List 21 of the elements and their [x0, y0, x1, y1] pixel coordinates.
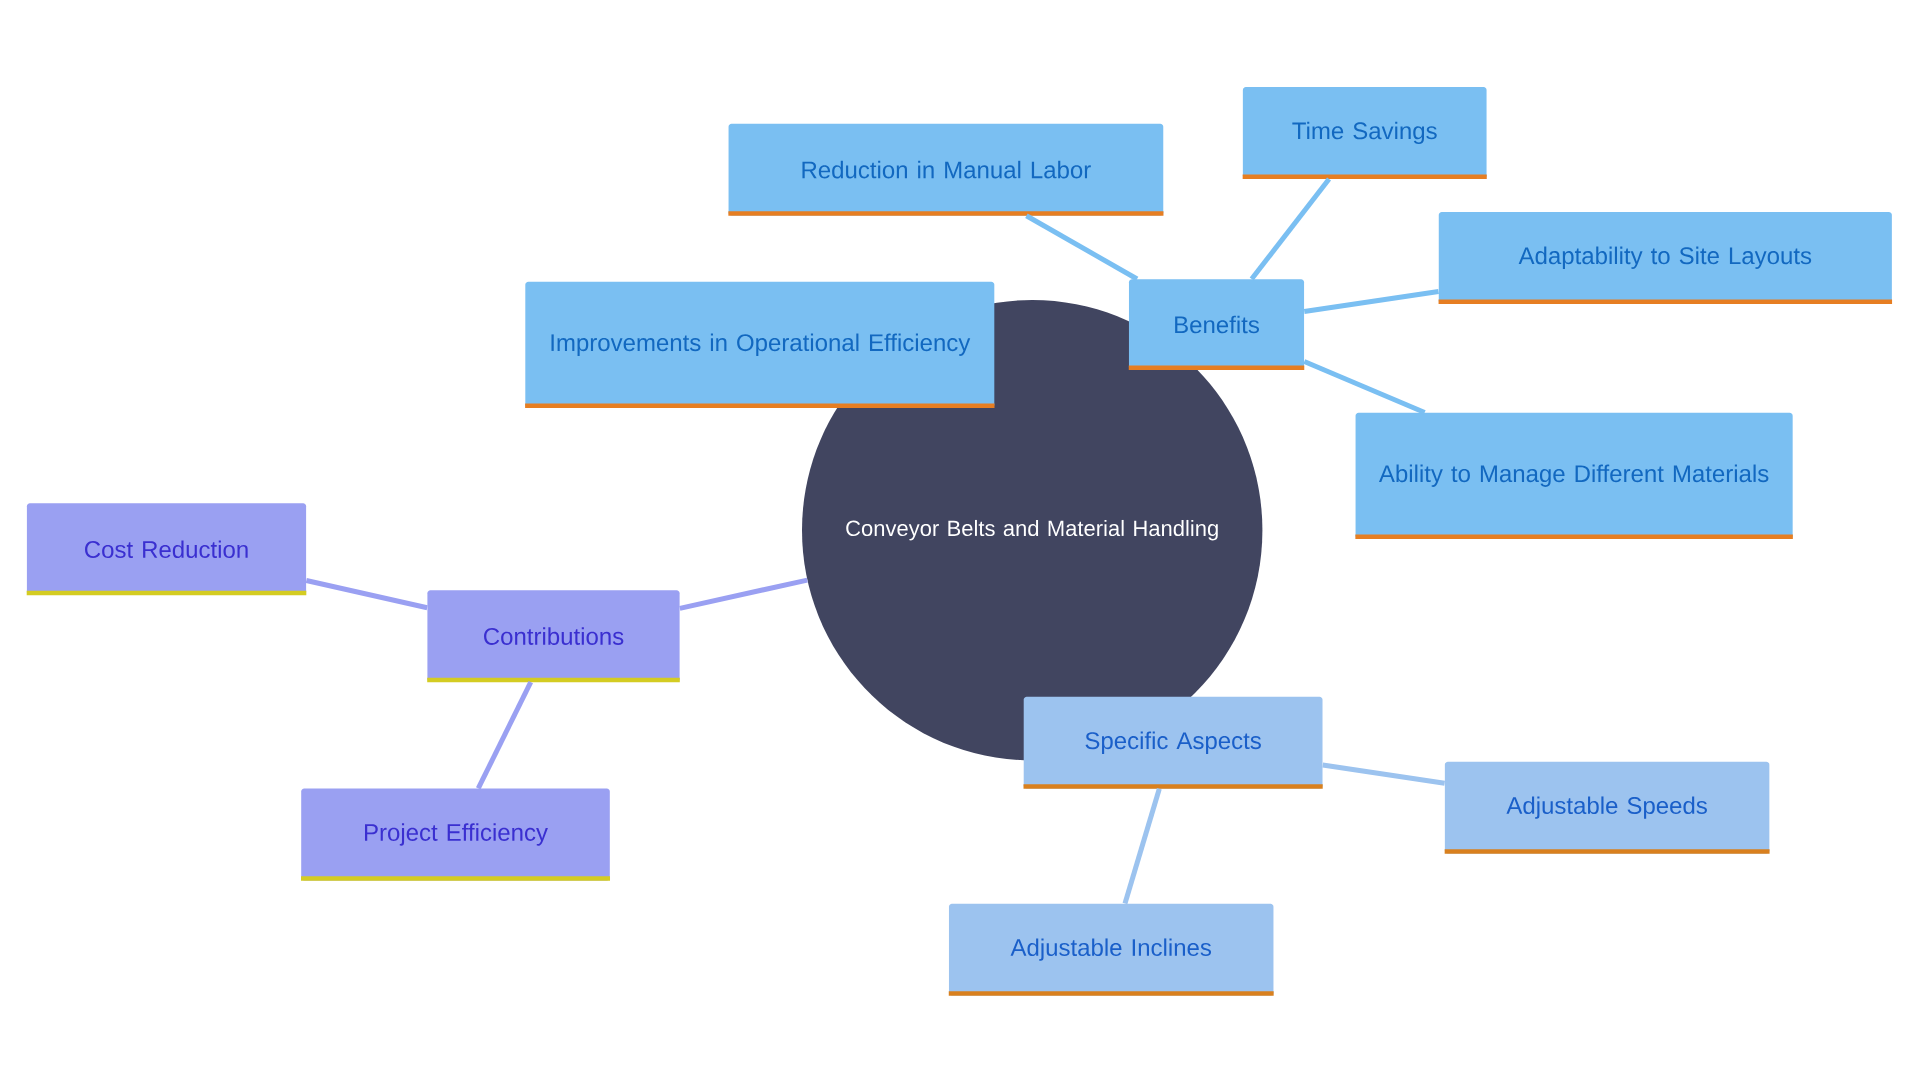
- topic-box: Specific Aspects: [1023, 696, 1323, 789]
- topic-box: Contributions: [427, 590, 680, 683]
- connector-line: [1025, 213, 1139, 282]
- connector-line: [1303, 359, 1426, 415]
- topic-box: Adjustable Speeds: [1444, 761, 1770, 854]
- topic-box: Project Efficiency: [301, 788, 610, 881]
- topic-box: Adjustable Inclines: [948, 903, 1274, 996]
- topic-box: Reduction in Manual Labor: [728, 123, 1164, 216]
- topic-box: Adaptability to Site Layouts: [1438, 211, 1893, 304]
- topic-box: Benefits: [1128, 279, 1305, 371]
- connector-line: [679, 577, 808, 611]
- connector-line: [1303, 289, 1439, 314]
- connector-line: [1122, 788, 1162, 905]
- topic-box: Cost Reduction: [26, 503, 307, 596]
- topic-box: Improvements in Operational Efficiency: [525, 281, 995, 408]
- topic-box: Time Savings: [1242, 87, 1487, 180]
- connector-line: [305, 578, 428, 611]
- connector-line: [476, 681, 533, 790]
- connector-line: [1322, 762, 1446, 786]
- topic-box: Ability to Manage Different Materials: [1355, 412, 1793, 539]
- connector-line: [1249, 177, 1332, 281]
